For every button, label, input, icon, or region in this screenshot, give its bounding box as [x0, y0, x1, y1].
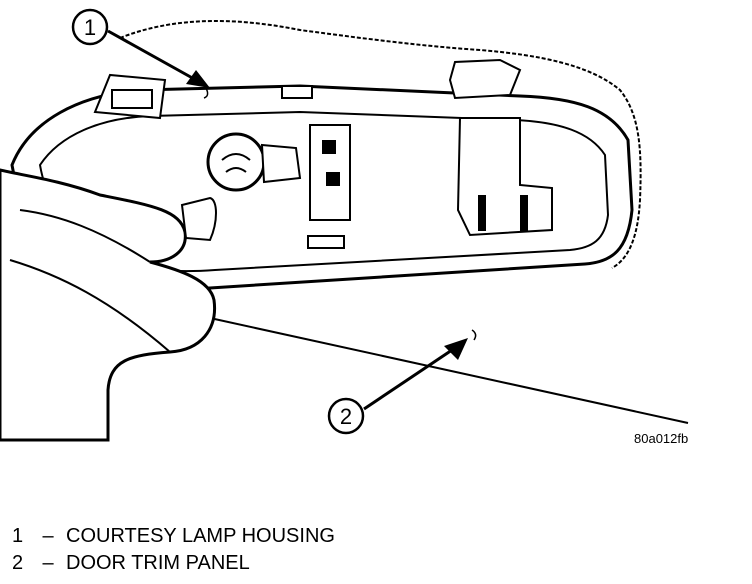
- legend-label: COURTESY LAMP HOUSING: [66, 525, 335, 547]
- legend-number: 1: [12, 525, 24, 547]
- finger-crease-1: [19, 209, 151, 263]
- callout-2-circle: [327, 397, 365, 435]
- legend-label: DOOR TRIM PANEL: [66, 552, 250, 574]
- callout-1-arrowhead: [186, 70, 210, 88]
- housing-slot-bottom: [307, 235, 345, 249]
- finger-crease-2: [9, 259, 171, 353]
- fingernail: [180, 196, 217, 242]
- lamp-bulb: [206, 132, 266, 192]
- switch-tab-1: [478, 195, 486, 231]
- legend-separator: –: [42, 525, 54, 547]
- contact-square-2: [326, 172, 340, 186]
- legend-number: 2: [12, 552, 24, 574]
- callout-2-arrowhead: [444, 338, 468, 360]
- contact-square-1: [322, 140, 336, 154]
- bulb-base: [260, 143, 302, 184]
- callout-1-target-hook: [203, 87, 209, 99]
- callout-1-leader: [107, 29, 197, 82]
- legend-item: 1–COURTESY LAMP HOUSING: [12, 523, 335, 550]
- callout-1-number: 1: [84, 15, 96, 40]
- mounting-clip-right: [448, 58, 522, 100]
- callout-2-leader: [363, 348, 453, 411]
- lamp-housing-illustration: 1 2: [0, 8, 689, 442]
- legend-separator: –: [42, 552, 54, 574]
- figure-id: 80a012fb: [634, 431, 689, 446]
- door-trim-panel-edge: [209, 317, 689, 424]
- switch-tab-2: [520, 195, 528, 231]
- callout-1: 1: [71, 8, 210, 99]
- housing-slot-top: [281, 85, 313, 99]
- callout-2-target-hook: [471, 329, 477, 341]
- clip-slot-left: [111, 89, 153, 109]
- callout-2-number: 2: [340, 404, 352, 429]
- callout-2: 2: [327, 329, 477, 435]
- legend-item: 2–DOOR TRIM PANEL: [12, 550, 335, 577]
- trim-opening-outline: [119, 19, 642, 269]
- callout-1-circle: [71, 8, 109, 46]
- bulb-filament: [221, 153, 251, 173]
- legend: 1–COURTESY LAMP HOUSING 2–DOOR TRIM PANE…: [12, 523, 335, 577]
